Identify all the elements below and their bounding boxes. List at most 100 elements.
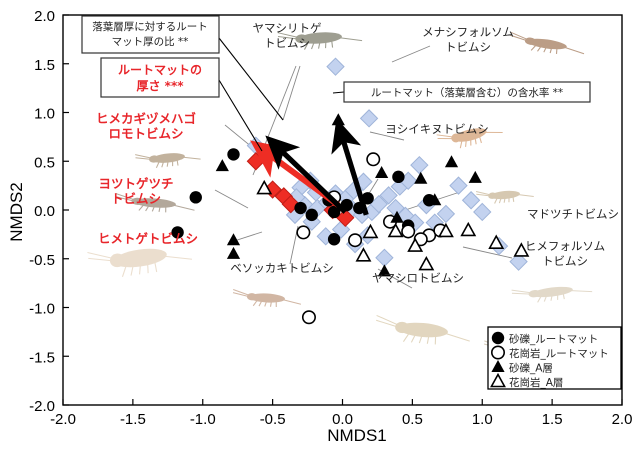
springtail-illustrations (87, 31, 593, 360)
point-open-triangle (362, 223, 379, 239)
springtail-illustration (376, 314, 470, 345)
callout-text-ratio: 落葉層厚に対するルート (92, 20, 208, 33)
y-tick-label: 1.5 (34, 57, 55, 74)
point-open-triangle (490, 372, 506, 388)
point-filled-triangle (375, 165, 389, 178)
species-label-yoshiikinuto: ヨシイキヌトビムシ (385, 122, 489, 136)
springtail-illustration (475, 190, 534, 204)
callout-text-thickness: ルートマットの (118, 63, 202, 77)
springtail-illustration (277, 32, 363, 50)
y-tick-label: -0.5 (29, 252, 55, 269)
callout-text-thickness: 厚さ *** (136, 79, 184, 93)
point-open-circle (401, 224, 416, 239)
point-filled-circle (171, 226, 184, 239)
callout-text-water: ルートマット（落葉層含む）の含水率 ** (371, 86, 563, 99)
y-axis-ticks: -2.0-1.5-1.0-0.50.00.51.01.52.0 (29, 8, 69, 415)
callout-box-water (343, 81, 591, 103)
x-tick-label: -0.5 (260, 411, 286, 428)
point-diamond-species (436, 204, 456, 224)
springtail-illustration (509, 31, 585, 55)
y-tick-label: 1.0 (34, 106, 55, 123)
point-open-circle (301, 310, 316, 325)
point-filled-circle (305, 208, 318, 222)
y-tick-label: -1.5 (29, 349, 55, 366)
x-tick-label: 1.5 (542, 411, 563, 428)
species-label-yotsutogetsuchi: ヨツトゲツチ (98, 176, 173, 191)
x-tick-label: -1.0 (190, 411, 216, 428)
point-diamond-key-species (336, 208, 355, 227)
point-open-circle (296, 225, 311, 240)
species-label-himeforusomu: ヒメフォルソム (525, 239, 605, 253)
point-open-triangle (513, 242, 530, 257)
legend-label: 花崗岩_A層 (509, 376, 563, 389)
callout-connector (218, 79, 263, 152)
point-filled-triangle (226, 246, 241, 259)
legend-box (487, 326, 622, 390)
callout-box-thickness (100, 57, 220, 98)
point-filled-circle (294, 201, 307, 215)
springtail-illustration (511, 286, 593, 303)
species-label-yamashiritoge: トビムシ (264, 36, 310, 50)
callout-connector (218, 37, 284, 121)
callout-text-ratio: マット厚の比 ** (112, 35, 189, 48)
env-vector-arrow (331, 118, 369, 216)
point-diamond-species (461, 191, 481, 210)
point-open-circle (490, 345, 505, 360)
point-filled-circle (227, 148, 240, 161)
leader-line (369, 131, 405, 141)
point-diamond-species (359, 109, 379, 128)
x-tick-label: -1.5 (120, 411, 146, 428)
leader-line (462, 246, 513, 259)
species-label-madotsuchi: マドツチトビムシ (527, 207, 619, 221)
point-filled-triangle (444, 155, 459, 168)
springtail-illustration (115, 193, 195, 213)
species-label-yamashiritoge: ヤマシリトゲ (253, 21, 322, 35)
species-label-besokkaki: ベソッカキトビムシ (230, 261, 334, 275)
callout-box-ratio (81, 15, 220, 54)
point-open-triangle (355, 247, 372, 262)
springtail-illustration (232, 288, 302, 308)
x-axis-title: NMDS1 (327, 426, 387, 445)
legend-label: 花崗岩_ルートマット (509, 347, 609, 360)
x-tick-label: 0.0 (332, 411, 353, 428)
callout-connector (332, 91, 345, 94)
point-open-circle (366, 152, 381, 167)
point-open-triangle (418, 255, 435, 271)
legend-label: 砂礫_A層 (509, 362, 553, 375)
x-tick-label: -2.0 (50, 411, 76, 428)
y-tick-label: -2.0 (29, 398, 55, 415)
species-label-himekagizume: ヒメカギヅメハゴ (96, 111, 197, 126)
point-diamond-species (410, 155, 429, 175)
point-filled-triangle (226, 233, 241, 246)
point-filled-triangle (414, 171, 428, 184)
x-tick-label: 1.0 (472, 411, 493, 428)
springtail-illustration (87, 248, 193, 277)
point-open-circle (348, 233, 363, 248)
point-open-triangle (407, 237, 424, 252)
environmental-vectors (250, 118, 369, 216)
y-tick-label: 2.0 (34, 8, 55, 25)
species-labels-layer: ヤマシリトゲトビムシメナシフォルソムトビムシヨシイキヌトビムシマドツチトビムシヒ… (96, 21, 619, 285)
springtail-illustration (135, 153, 201, 169)
springtail-illustration (436, 128, 503, 149)
species-label-yamashiro: ヤマシロトビムシ (372, 271, 464, 285)
point-diamond-species (509, 252, 528, 271)
point-filled-triangle (377, 264, 392, 277)
point-filled-circle (392, 170, 405, 184)
species-label-himeforusomu: トビムシ (542, 254, 588, 268)
point-diamond-species (473, 202, 492, 222)
point-open-triangle (460, 221, 477, 237)
y-tick-label: 0.5 (34, 154, 55, 171)
point-filled-circle (491, 331, 505, 345)
point-diamond-species (449, 176, 468, 195)
y-tick-label: -1.0 (29, 301, 55, 318)
point-open-triangle (488, 234, 505, 249)
x-tick-label: 0.5 (402, 411, 423, 428)
leader-line (391, 45, 431, 63)
point-filled-circle (189, 191, 202, 204)
species-label-menashiforusomu: メナシフォルソム (422, 25, 514, 39)
